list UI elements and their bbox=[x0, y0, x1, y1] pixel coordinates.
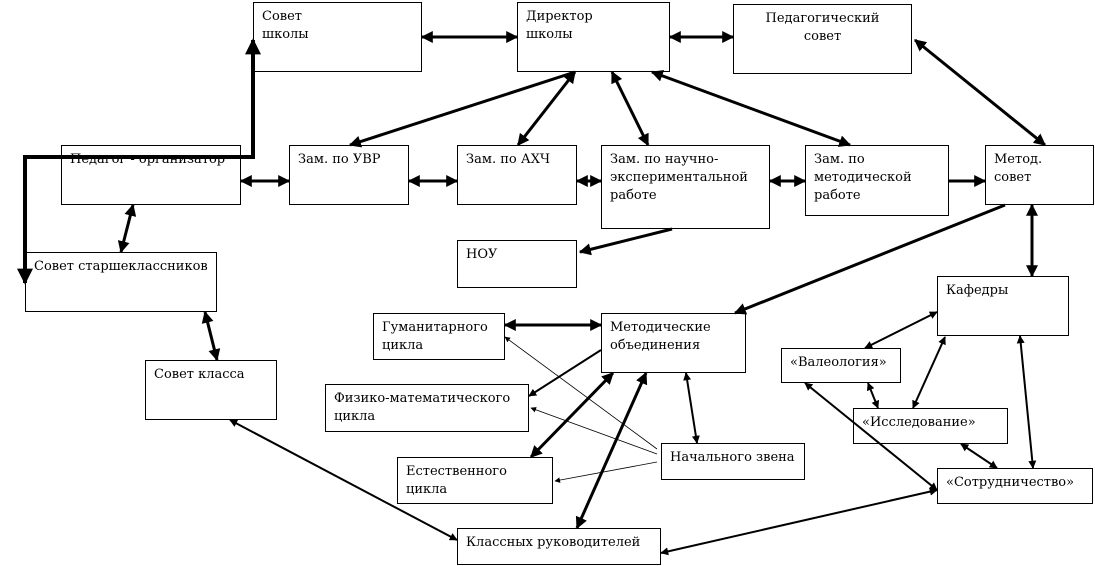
link-direktor-nauch bbox=[610, 70, 650, 147]
node-kafedry: Кафедры bbox=[937, 276, 1069, 336]
link-metodsovet-mo bbox=[733, 203, 1006, 315]
link-nach-fizmat bbox=[530, 407, 658, 455]
node-sovet-klassa: Совет класса bbox=[145, 360, 277, 420]
node-label: Зам. по научно- экспериментальной работе bbox=[610, 152, 748, 203]
node-metodicheskie-obedineniya: Методические объединения bbox=[601, 313, 746, 373]
node-zam-uvr: Зам. по УВР bbox=[289, 145, 409, 205]
link-klassruk-sotrud bbox=[660, 487, 938, 556]
link-kafedry-sotrud bbox=[1016, 335, 1037, 469]
link-mo-nach bbox=[683, 372, 700, 444]
link-direktor-metod bbox=[650, 70, 852, 147]
link-direktor-ahch bbox=[516, 71, 577, 146]
link-pedsovet-metodsovet bbox=[914, 38, 1046, 147]
node-nachalnogo-zvena: Начального звена bbox=[661, 443, 805, 480]
node-label: Зам. по УВР bbox=[298, 152, 381, 167]
node-label: Зам. по АХЧ bbox=[466, 152, 550, 167]
node-gumanitarnogo-cikla: Гуманитарного цикла bbox=[373, 313, 505, 360]
node-sovet-shkoly: Совет школы bbox=[253, 2, 422, 72]
node-sotrudnichestvo: «Сотрудничество» bbox=[937, 468, 1093, 504]
link-mo-estestv bbox=[529, 371, 615, 459]
link-nach-estestv bbox=[554, 461, 658, 483]
node-zam-ahch: Зам. по АХЧ bbox=[457, 145, 577, 205]
node-label: Кафедры bbox=[946, 283, 1009, 298]
link-sovetklassa-klassruk bbox=[229, 419, 458, 541]
link-issled-sotrud bbox=[960, 443, 998, 469]
link-mo-klassruk bbox=[575, 371, 648, 530]
node-label: Совет класса bbox=[154, 367, 245, 382]
node-zam-nauchno-eksperimentalnoy: Зам. по научно- экспериментальной работе bbox=[601, 145, 770, 229]
node-label: Педагогический совет bbox=[765, 11, 880, 44]
link-kafedry-valeol bbox=[864, 311, 938, 349]
node-label: Зам. по методической работе bbox=[814, 152, 912, 203]
link-sovetstarsh-sovetklassa bbox=[201, 310, 221, 362]
node-label: Метод. совет bbox=[994, 152, 1043, 185]
node-label: Совет школы bbox=[262, 9, 309, 42]
link-nach-gum bbox=[504, 336, 658, 450]
node-nou: НОУ bbox=[457, 240, 577, 288]
link-pedorg-sovetstarsh bbox=[117, 203, 137, 254]
link-direktor-uvr bbox=[348, 70, 576, 148]
link-nauch-nou bbox=[578, 227, 673, 256]
node-label: Начального звена bbox=[670, 450, 795, 465]
node-label: «Валеология» bbox=[790, 355, 887, 370]
node-zam-metodicheskoy: Зам. по методической работе bbox=[805, 145, 949, 216]
node-label: «Сотрудничество» bbox=[946, 475, 1075, 490]
node-label: Директор школы bbox=[526, 9, 593, 42]
link-sovetshkoly-sovetstarsh bbox=[17, 38, 261, 285]
link-valeol-sotrud bbox=[804, 382, 938, 491]
node-label: Гуманитарного цикла bbox=[382, 320, 488, 353]
link-valeol-issled bbox=[866, 382, 880, 409]
node-label: Классных руководителей bbox=[466, 535, 641, 550]
link-mo-fizmat bbox=[528, 349, 602, 397]
node-label: Методические объединения bbox=[610, 320, 711, 353]
node-klassnyh-rukovoditeley: Классных руководителей bbox=[457, 528, 661, 565]
node-label: НОУ bbox=[466, 247, 498, 262]
link-kafedry-issled bbox=[912, 336, 946, 409]
